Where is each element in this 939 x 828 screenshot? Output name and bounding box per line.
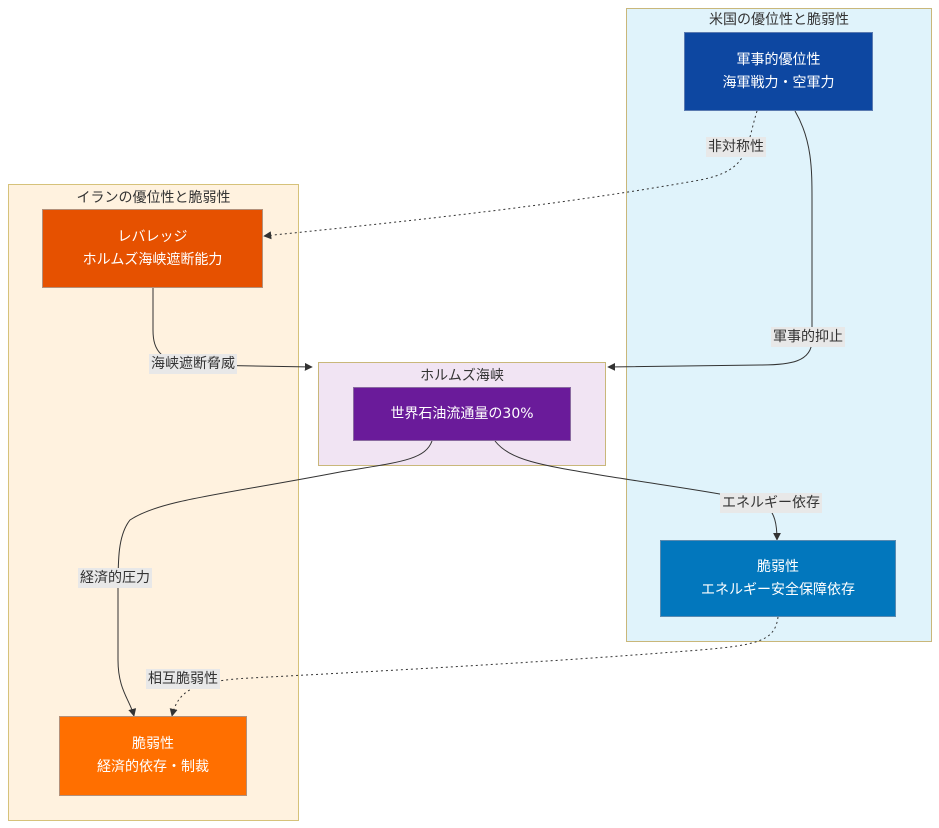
- node-iran-vulnerability-line1: 脆弱性: [132, 736, 174, 752]
- node-iran-vulnerability[interactable]: 脆弱性 経済的依存・制裁: [59, 716, 247, 796]
- node-us-military-line2: 海軍戦力・空軍力: [722, 74, 835, 91]
- node-us-vulnerability-line2: エネルギー安全保障依存: [701, 581, 855, 598]
- node-iran-vulnerability-line2: 経済的依存・制裁: [97, 759, 209, 775]
- node-us-military[interactable]: 軍事的優位性 海軍戦力・空軍力: [684, 32, 873, 111]
- edge-label-asymmetry: 非対称性: [706, 137, 766, 157]
- node-hormuz-flow-line1: 世界石油流通量の30%: [390, 405, 534, 422]
- node-us-military-line1: 軍事的優位性: [736, 51, 821, 68]
- edge-mutual-vulnerability: [169, 616, 779, 717]
- node-iran-leverage-line1: レバレッジ: [117, 228, 188, 245]
- cluster-us-title: 米国の優位性と脆弱性: [709, 12, 849, 28]
- cluster-hormuz-title: ホルムズ海峡: [420, 368, 504, 384]
- edge-military-deterrence: [607, 110, 813, 371]
- cluster-iran-title: イランの優位性と脆弱性: [76, 190, 231, 206]
- edge-economic-pressure: [117, 440, 433, 717]
- edge-label-energy-dependence: エネルギー依存: [720, 493, 822, 513]
- node-iran-leverage-line2: ホルムズ海峡遮断能力: [82, 251, 223, 268]
- edge-energy-dependence: [494, 440, 781, 541]
- edge-label-strait-threat: 海峡遮断脅威: [149, 354, 237, 374]
- node-hormuz-flow[interactable]: 世界石油流通量の30%: [353, 387, 571, 441]
- edge-asymmetry: [263, 110, 758, 240]
- node-us-vulnerability[interactable]: 脆弱性 エネルギー安全保障依存: [660, 540, 896, 617]
- edge-label-economic-pressure: 経済的圧力: [78, 568, 152, 588]
- node-us-vulnerability-line1: 脆弱性: [757, 558, 799, 575]
- edge-label-mutual-vulnerability: 相互脆弱性: [146, 669, 220, 689]
- node-iran-leverage[interactable]: レバレッジ ホルムズ海峡遮断能力: [42, 209, 263, 288]
- edge-label-military-deterrence: 軍事的抑止: [771, 327, 845, 347]
